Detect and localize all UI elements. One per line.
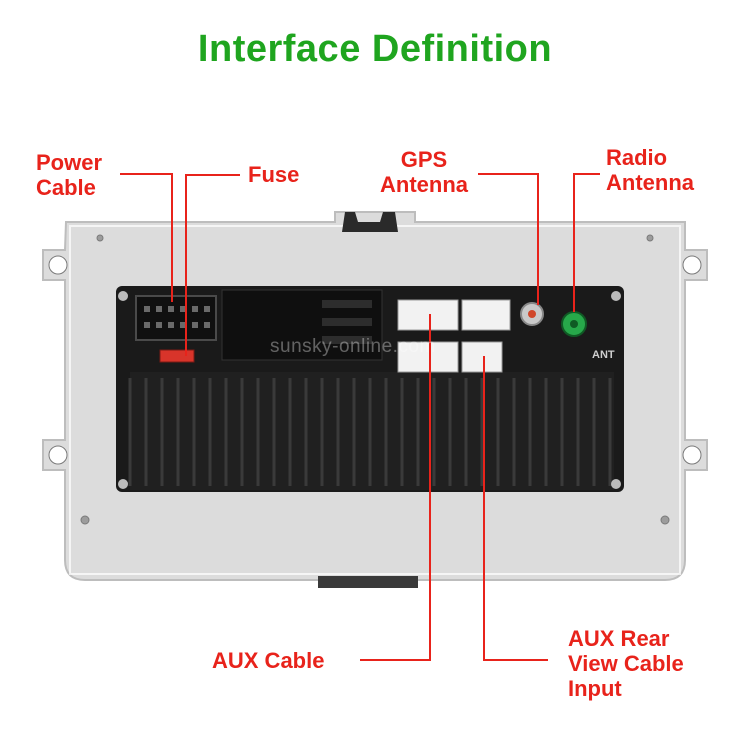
label-fuse: Fuse bbox=[248, 162, 300, 187]
label-radio-antenna: Radio Antenna bbox=[606, 145, 694, 195]
aux-connectors bbox=[397, 299, 511, 373]
fuse bbox=[159, 349, 195, 363]
label-gps-antenna: GPS Antenna bbox=[380, 147, 468, 197]
bottom-slot bbox=[318, 576, 418, 588]
ant-marking: ANT bbox=[592, 349, 615, 361]
leader-lines bbox=[120, 173, 600, 661]
unit-screws bbox=[118, 291, 621, 489]
top-clip bbox=[342, 212, 398, 232]
label-aux-cable: AUX Cable bbox=[212, 648, 325, 673]
mounting-holes bbox=[48, 234, 702, 525]
label-power-cable: Power Cable bbox=[36, 150, 103, 200]
label-aux-rear-view: AUX Rear View Cable Input bbox=[568, 626, 684, 701]
power-connector bbox=[135, 295, 217, 341]
heat-sink-fins bbox=[128, 378, 612, 486]
watermark: sunsky-online.com bbox=[270, 336, 436, 357]
page-title: Interface Definition bbox=[197, 28, 553, 70]
